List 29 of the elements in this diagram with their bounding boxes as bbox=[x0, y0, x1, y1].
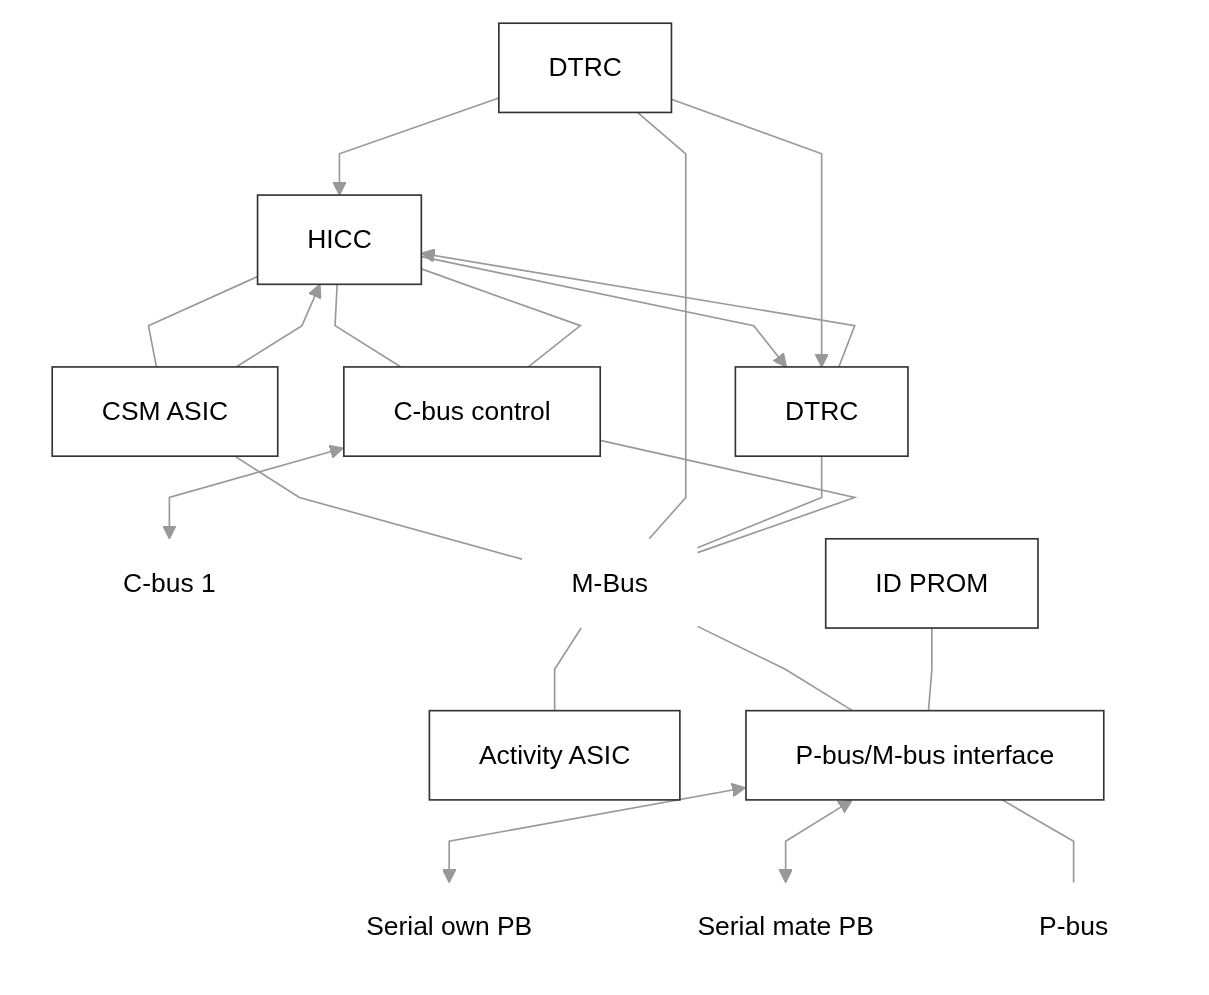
node-box: C-bus control bbox=[342, 366, 601, 457]
node-text: C-bus 1 bbox=[122, 568, 216, 597]
arrow bbox=[441, 782, 746, 884]
arrow bbox=[670, 98, 829, 368]
connector bbox=[147, 275, 258, 368]
connector bbox=[553, 627, 582, 712]
node-box: ID PROM bbox=[824, 538, 1039, 629]
node-box: HICC bbox=[256, 194, 422, 286]
node-box: P-bus/M-bus interface bbox=[744, 709, 1105, 801]
node-text: Serial mate PB bbox=[697, 912, 874, 941]
arrow bbox=[420, 255, 787, 368]
node-box: CSM ASIC bbox=[50, 366, 279, 457]
connector bbox=[696, 625, 853, 712]
connector bbox=[1000, 799, 1074, 884]
connector bbox=[636, 111, 687, 540]
node-box: DTRC bbox=[734, 366, 909, 457]
node-text: P-bus bbox=[1038, 912, 1108, 941]
connector bbox=[333, 283, 402, 368]
node-box: Activity ASIC bbox=[428, 709, 681, 801]
node-text: Serial own PB bbox=[365, 912, 532, 941]
arrow bbox=[777, 799, 853, 884]
connector bbox=[696, 455, 822, 549]
node-box: DTRC bbox=[497, 22, 672, 114]
arrow bbox=[161, 444, 344, 540]
connector bbox=[420, 268, 582, 368]
connector bbox=[233, 455, 523, 560]
arrow bbox=[420, 248, 856, 368]
node-text: M-Bus bbox=[571, 568, 648, 597]
connector bbox=[927, 627, 933, 712]
